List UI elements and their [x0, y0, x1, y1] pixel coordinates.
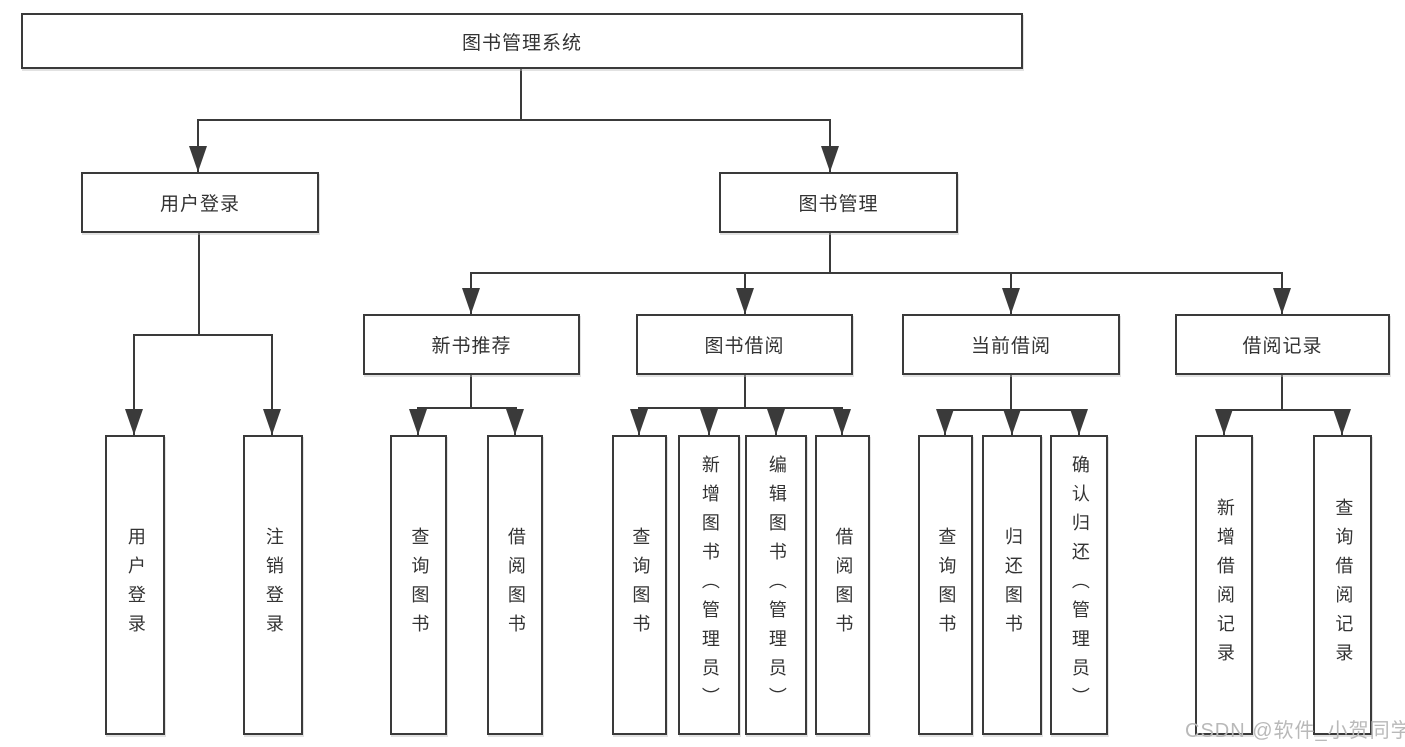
connector-current-stem — [1010, 375, 1012, 411]
leaf-add-borrow-record: 新增借阅记录 — [1195, 435, 1253, 735]
leaf-borrow-books: 借阅图书 — [815, 435, 870, 735]
leaf-query-books-recommend: 查询图书 — [390, 435, 447, 735]
node-label: 新书推荐 — [431, 336, 512, 357]
arrow-to-query-books-recommend — [409, 407, 427, 435]
node-borrowing-records: 借阅记录 — [1175, 314, 1390, 375]
node-label: 图书借阅 — [704, 336, 785, 357]
node-book-management: 图书管理 — [719, 172, 958, 233]
arrow-to-query-books-current — [936, 409, 954, 435]
connector-book-management-stem — [829, 233, 831, 274]
connector-records-stem — [1281, 375, 1283, 411]
arrow-to-edit-books-admin — [767, 407, 785, 435]
node-label: 编辑图书（管理员） — [766, 454, 787, 716]
node-book-borrowing: 图书借阅 — [636, 314, 853, 375]
node-label: 借阅图书 — [833, 527, 854, 643]
connector-root-stem — [520, 69, 522, 121]
connector-borrowing-stem — [744, 375, 746, 409]
node-label: 图书管理系统 — [461, 32, 582, 54]
arrow-to-borrow-books — [833, 407, 851, 435]
arrow-to-book-borrowing — [736, 272, 754, 314]
node-label: 查询图书 — [630, 527, 651, 643]
arrow-to-leaf-user-login — [125, 334, 143, 435]
leaf-user-login: 用户登录 — [105, 435, 165, 735]
arrow-to-current-borrowing — [1002, 272, 1020, 314]
arrow-to-new-book-recommendation — [462, 272, 480, 314]
leaf-add-books-admin: 新增图书（管理员） — [678, 435, 740, 735]
arrow-to-borrow-books-recommend — [506, 407, 524, 435]
arrow-to-book-management — [821, 119, 839, 172]
node-label: 新增图书（管理员） — [699, 454, 720, 716]
node-label: 确认归还（管理员） — [1069, 454, 1090, 716]
leaf-query-borrow-record: 查询借阅记录 — [1313, 435, 1372, 735]
arrow-to-query-books-borrow — [630, 407, 648, 435]
node-label: 查询图书 — [936, 527, 957, 643]
connector-branch-user-login — [133, 334, 273, 336]
node-label: 新增借阅记录 — [1214, 498, 1235, 672]
leaf-return-books: 归还图书 — [982, 435, 1042, 735]
node-current-borrowing: 当前借阅 — [902, 314, 1120, 375]
arrow-to-return-books — [1003, 409, 1021, 435]
node-label: 查询图书 — [409, 527, 430, 643]
node-label: 查询借阅记录 — [1333, 498, 1354, 672]
connector-recommend-stem — [470, 375, 472, 409]
connector-user-login-stem — [198, 233, 200, 336]
arrow-to-query-borrow-record — [1333, 409, 1351, 435]
node-label: 借阅图书 — [505, 527, 526, 643]
node-label: 用户登录 — [125, 527, 146, 643]
arrow-to-add-books-admin — [700, 407, 718, 435]
arrow-to-user-login — [189, 119, 207, 172]
node-label: 图书管理 — [798, 194, 879, 215]
connector-branch-borrowing — [638, 407, 843, 409]
leaf-logout: 注销登录 — [243, 435, 303, 735]
connector-branch-records — [1223, 409, 1343, 411]
connector-branch-level2 — [197, 119, 831, 121]
leaf-confirm-return-admin: 确认归还（管理员） — [1050, 435, 1108, 735]
connector-branch-level3 — [470, 272, 1283, 274]
node-library-management-system: 图书管理系统 — [21, 13, 1023, 69]
node-user-login: 用户登录 — [81, 172, 319, 233]
node-new-book-recommendation: 新书推荐 — [363, 314, 580, 375]
arrow-to-leaf-logout — [263, 334, 281, 435]
leaf-query-books-borrow: 查询图书 — [612, 435, 667, 735]
node-label: 归还图书 — [1002, 527, 1023, 643]
arrow-to-borrowing-records — [1273, 272, 1291, 314]
leaf-query-books-current: 查询图书 — [918, 435, 973, 735]
node-label: 当前借阅 — [970, 336, 1051, 357]
leaf-edit-books-admin: 编辑图书（管理员） — [745, 435, 807, 735]
leaf-borrow-books-recommend: 借阅图书 — [487, 435, 543, 735]
connector-branch-recommend — [417, 407, 517, 409]
node-label: 借阅记录 — [1242, 336, 1323, 357]
node-label: 注销登录 — [263, 527, 284, 643]
node-label: 用户登录 — [159, 194, 240, 215]
arrow-to-add-borrow-record — [1215, 409, 1233, 435]
csdn-watermark: CSDN @软件_小贺同学 — [1185, 720, 1405, 742]
arrow-to-confirm-return-admin — [1070, 409, 1088, 435]
